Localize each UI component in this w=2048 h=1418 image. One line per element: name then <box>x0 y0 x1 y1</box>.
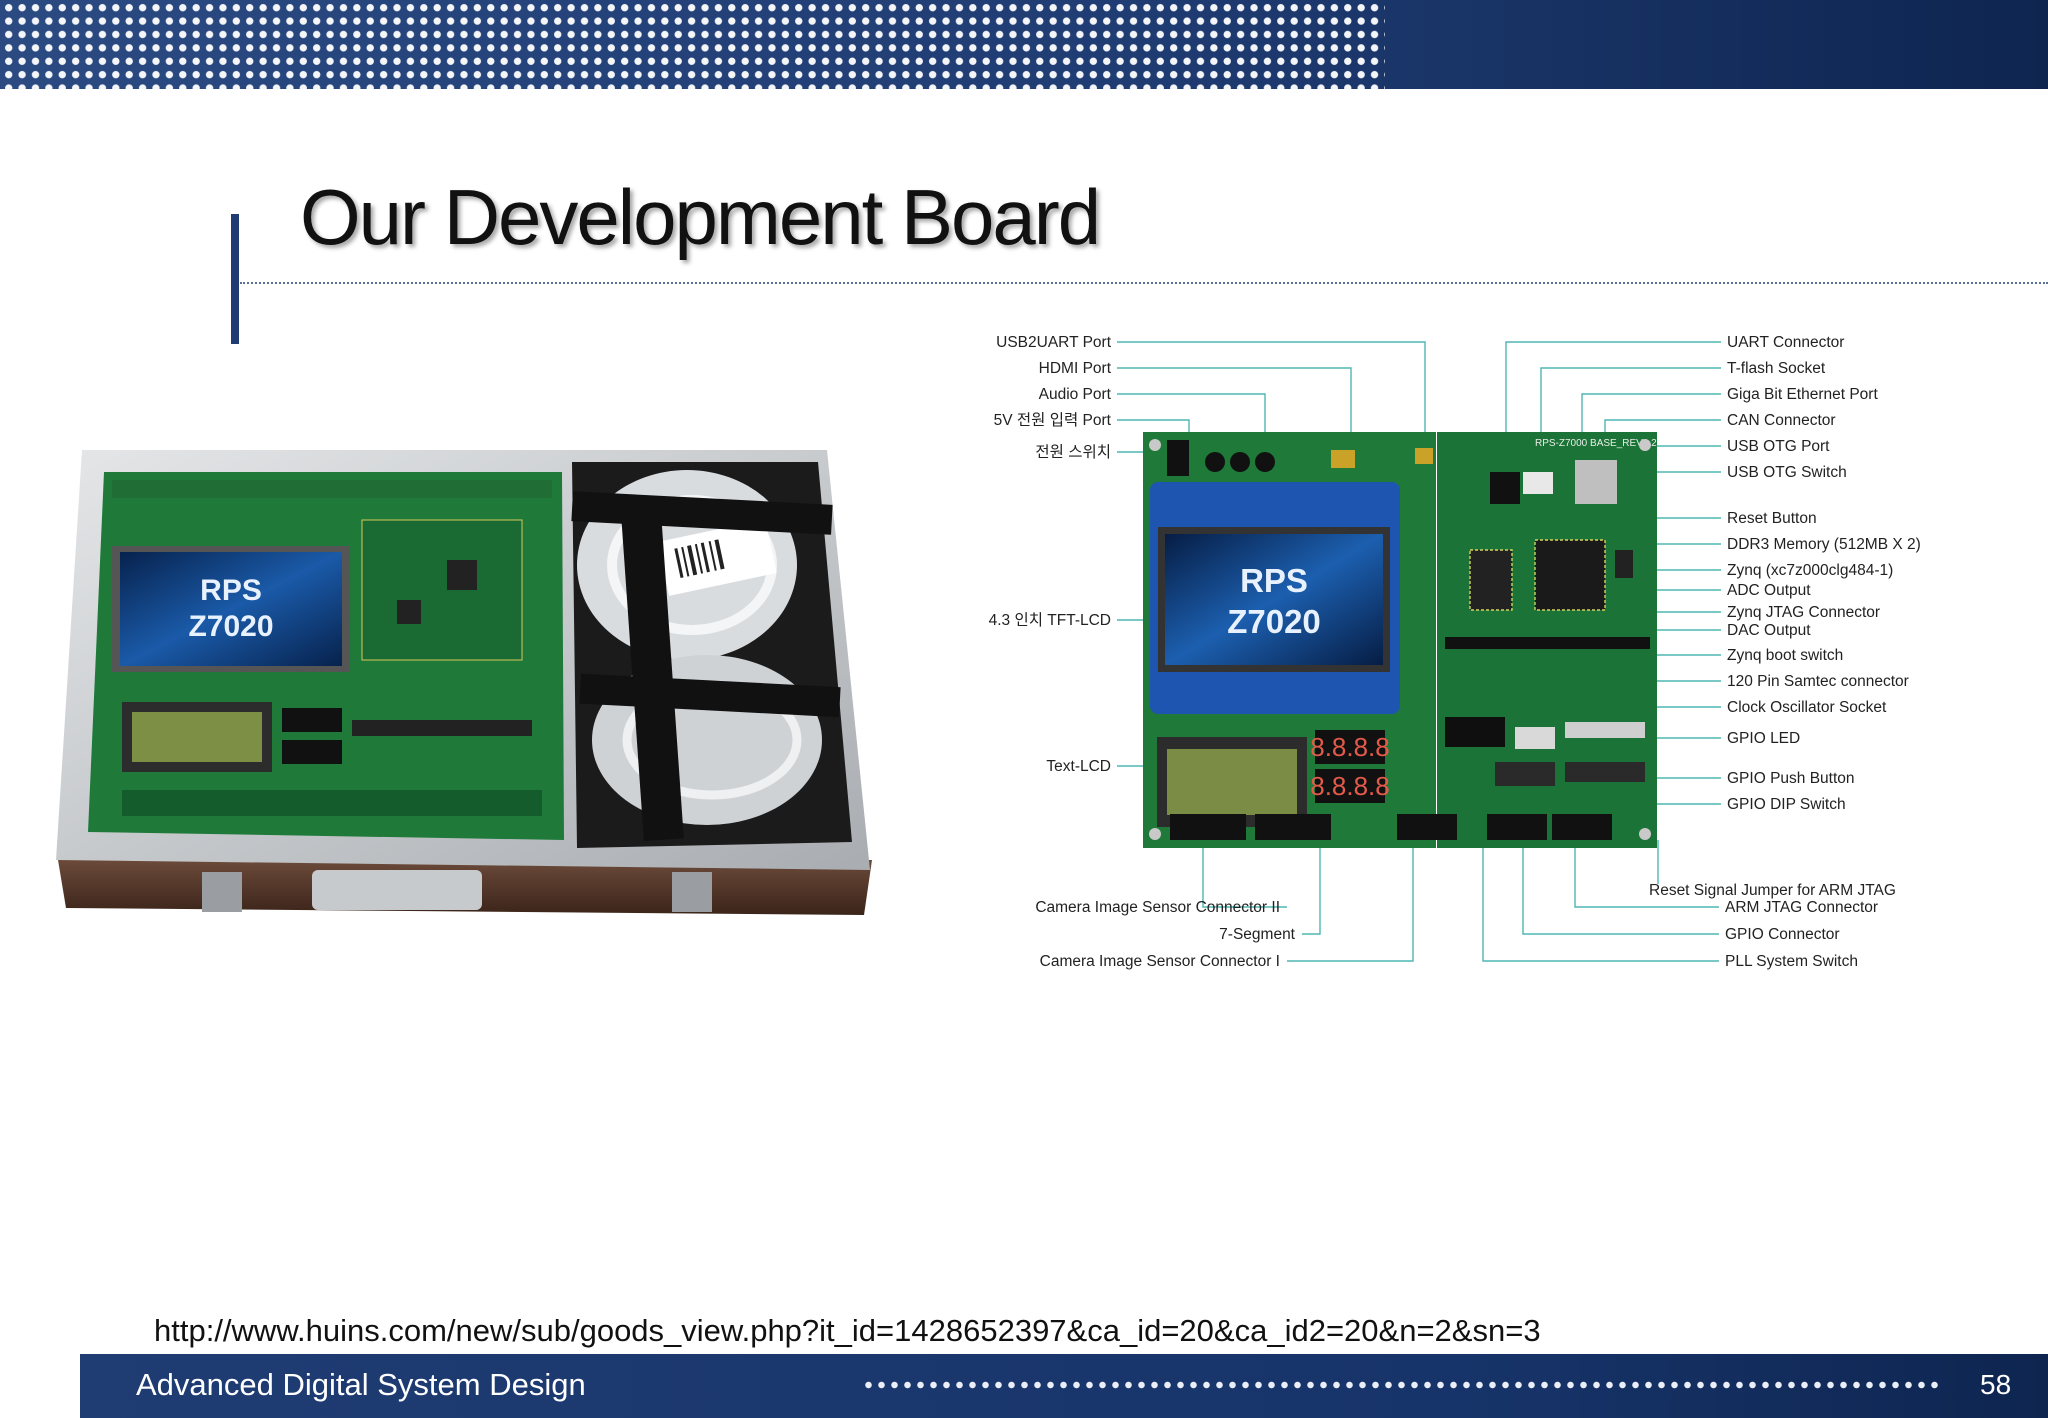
bottom-right-callout-line-1 <box>1574 840 1719 908</box>
case-handle <box>312 870 482 910</box>
board-7seg-bottom <box>1315 769 1385 803</box>
right-callout-line-0 <box>1505 341 1721 452</box>
board-case-photo: RPS Z7020 <box>56 450 872 915</box>
left-callout-label-5: 4.3 인치 TFT-LCD <box>989 611 1111 629</box>
right-callout-label-4: USB OTG Port <box>1727 438 1830 455</box>
left-callout-line-0 <box>1117 341 1426 442</box>
right-callout-label-8: Zynq (xc7z000clg484-1) <box>1727 562 1893 579</box>
case-lcd-line1: RPS <box>200 574 262 607</box>
slide-title: Our Development Board <box>300 173 1101 261</box>
right-callout-label-7: DDR3 Memory (512MB X 2) <box>1727 536 1921 553</box>
right-callout-label-2: Giga Bit Ethernet Port <box>1727 386 1878 403</box>
left-callout-line-1 <box>1117 367 1352 452</box>
right-callout-label-9: ADC Output <box>1727 582 1811 599</box>
right-callout-label-14: Clock Oscillator Socket <box>1727 699 1887 716</box>
right-callout-label-5: USB OTG Switch <box>1727 464 1847 481</box>
board-diagram: RPS Z7020 RPS-Z7000 BASE_REV1.2 8.8.8.8 … <box>989 334 1921 970</box>
left-callout-label-3: 5V 전원 입력 Port <box>994 411 1112 429</box>
bottom-right-callout-label-0: Reset Signal Jumper for ARM JTAG <box>1649 882 1896 899</box>
bottom-right-callout-label-3: PLL System Switch <box>1725 953 1858 970</box>
bottom-left-callout-line-0 <box>1202 840 1287 908</box>
right-callout-label-0: UART Connector <box>1727 334 1844 351</box>
left-callout-label-0: USB2UART Port <box>996 334 1112 351</box>
right-callout-label-10: Zynq JTAG Connector <box>1727 604 1880 621</box>
right-callout-label-17: GPIO DIP Switch <box>1727 796 1846 813</box>
seg-top-digits: 8.8.8.8 <box>1310 732 1390 762</box>
right-callout-line-1 <box>1540 367 1721 452</box>
source-url[interactable]: http://www.huins.com/new/sub/goods_view.… <box>154 1313 1541 1348</box>
board-lcd-line1: RPS <box>1240 562 1308 599</box>
right-callout-label-11: DAC Output <box>1727 622 1811 639</box>
title-accent-bar <box>231 214 239 344</box>
right-callout-label-1: T-flash Socket <box>1727 360 1826 377</box>
seg-bottom-digits: 8.8.8.8 <box>1310 771 1390 801</box>
bottom-right-callout-label-2: GPIO Connector <box>1725 926 1840 943</box>
board-lcd-line2: Z7020 <box>1227 603 1321 640</box>
bottom-right-callout-line-3 <box>1482 840 1719 962</box>
title-divider <box>240 282 2048 284</box>
bottom-left-callout-label-2: Camera Image Sensor Connector I <box>1040 953 1280 970</box>
left-callout-label-2: Audio Port <box>1039 386 1112 403</box>
right-callout-label-12: Zynq boot switch <box>1727 647 1843 664</box>
bottom-left-callout-label-0: Camera Image Sensor Connector II <box>1035 899 1280 916</box>
page-number: 58 <box>1980 1369 2012 1400</box>
right-callout-label-13: 120 Pin Samtec connector <box>1727 673 1909 690</box>
case-lcd-line2: Z7020 <box>188 610 273 643</box>
bottom-left-callout-line-1 <box>1302 840 1321 935</box>
right-callout-label-16: GPIO Push Button <box>1727 770 1855 787</box>
bottom-right-callout-line-2 <box>1522 840 1719 935</box>
right-callout-label-6: Reset Button <box>1727 510 1817 527</box>
left-callout-label-4: 전원 스위치 <box>1035 443 1111 461</box>
banner-dot-pattern <box>0 0 1385 89</box>
footer-bar: Advanced Digital System Design 58 <box>80 1354 2048 1418</box>
left-callout-label-6: Text-LCD <box>1046 758 1111 775</box>
right-callout-label-15: GPIO LED <box>1727 730 1800 747</box>
right-callout-label-3: CAN Connector <box>1727 412 1836 429</box>
footer-course-title: Advanced Digital System Design <box>136 1367 586 1402</box>
bottom-right-callout-label-1: ARM JTAG Connector <box>1725 899 1878 916</box>
top-banner <box>0 0 2048 89</box>
left-callout-label-1: HDMI Port <box>1039 360 1112 377</box>
bottom-left-callout-label-1: 7-Segment <box>1219 926 1296 943</box>
callout-lines <box>1117 341 1721 962</box>
barcode-label <box>657 519 777 596</box>
board-7seg-top <box>1315 730 1385 764</box>
footer-dot-pattern <box>862 1380 1942 1390</box>
bottom-left-callout-line-2 <box>1287 840 1414 962</box>
board-silkscreen: RPS-Z7000 BASE_REV1.2 <box>1535 438 1657 449</box>
